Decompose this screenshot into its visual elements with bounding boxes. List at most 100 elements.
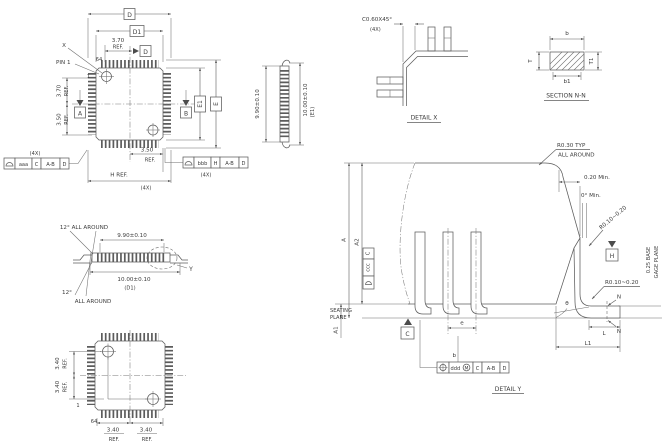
boxed-dim-d1-label: D1 — [133, 29, 142, 36]
chamfer-4x: (4X) — [370, 27, 381, 33]
dim-370-top: 3.70 — [112, 38, 125, 44]
h-ref-label: H REF. — [110, 173, 128, 179]
hatch-pattern — [549, 51, 585, 71]
fcf-aaa-d1: C — [35, 162, 39, 168]
profile-d1-ref: (D1) — [124, 286, 135, 292]
position-symbol-icon — [438, 363, 448, 372]
bottom-dim-340-ll: 3.40 — [55, 380, 61, 393]
fcf-bbb-4x: (4X) — [201, 173, 212, 179]
min-020-label: 0.20 Min. — [584, 175, 610, 181]
pin1-index-mark — [99, 69, 114, 84]
fcf-bbb-d3: D — [242, 161, 246, 167]
fcf-aaa-tol: aaa — [19, 162, 28, 168]
fcf-bbb-d1: H — [214, 161, 218, 167]
profile-of-line-icon — [184, 161, 193, 166]
fcf-ccc-d1: C — [366, 251, 372, 255]
bottom-dim-ref-b2: REF. — [142, 437, 153, 443]
x-detail-label: X — [62, 43, 66, 49]
fcf-ddd: ddd M C A-B D — [436, 361, 510, 374]
datum-c-label: C — [405, 331, 409, 338]
section-nn-title: SECTION N-N — [546, 93, 585, 100]
detail-y-geometry — [335, 149, 662, 394]
r030-label-2: ALL AROUND — [558, 153, 595, 159]
boxed-dim-d1 — [129, 25, 145, 37]
dim-e: e — [460, 321, 464, 327]
bottom-dim-340-ul: 3.40 — [55, 357, 61, 370]
fcf-ccc: C ccc — [362, 247, 375, 290]
fcf-ddd-tol: ddd — [451, 366, 461, 372]
dim-370-left-ref: REF. — [64, 85, 70, 96]
dim-370-top-ref: REF. — [113, 45, 124, 51]
boxed-dim-e — [210, 96, 222, 112]
detail-x-geometry — [376, 22, 468, 123]
bottom-pin-1: 1 — [76, 403, 79, 409]
top-view: D D1 3.70 REF. D 3.70 REF. 3.50 REF. A B… — [3, 8, 249, 192]
angle-12-bottom: 12° — [62, 290, 72, 296]
boxed-dim-e1 — [194, 95, 206, 113]
section-dim-b: b — [565, 31, 569, 37]
side-view-geometry — [262, 59, 304, 149]
dim-l: L — [602, 331, 606, 337]
boxed-dim-d — [123, 8, 136, 20]
section-dim-t: T — [528, 59, 534, 64]
dim-350-left: 3.50 — [57, 113, 63, 126]
fcf-ddd-d3: D — [503, 366, 507, 372]
profile-view: 12° ALL AROUND 9.90±0.10 10.00±0.10 (D1)… — [60, 225, 193, 305]
n-lower-label: N — [617, 329, 621, 335]
gage-plane-label-2: GAGE PLANE — [654, 246, 660, 279]
datum-b-triangle — [182, 100, 190, 106]
datum-h-box — [605, 248, 619, 262]
fcf-ddd-d2: A-B — [487, 366, 496, 372]
profile-dim-1000: 10.00±0.10 — [117, 277, 151, 283]
bottom-dim-ref-ll: REF. — [63, 381, 69, 392]
fcf-ccc-tol: ccc — [366, 263, 372, 272]
bottom-view: 3.40 REF. 3.40 REF. 3.40 3.40 REF. REF. … — [55, 330, 186, 443]
bottom-dim-ref-ul: REF. — [63, 358, 69, 369]
bottom-dim-340-b1: 3.40 — [107, 428, 120, 434]
side-dim-e1-ref: (E1) — [310, 107, 316, 117]
dim-350-bottom-ref: REF. — [145, 158, 156, 164]
section-nn: b b1 T T1 SECTION N-N — [528, 31, 602, 101]
mmc-modifier-icon: M — [462, 363, 471, 372]
datum-a-triangle — [76, 100, 84, 106]
bottom-dim-340-b2: 3.40 — [140, 428, 153, 434]
side-view: 9.90±0.10 10.00±0.10 (E1) — [255, 59, 316, 149]
dim-l1: L1 — [585, 341, 592, 347]
fcf-aaa: (4X) aaa C A-B D — [3, 151, 70, 170]
boxed-dim-e1-label: E1 — [197, 100, 204, 108]
datum-d-box — [139, 45, 152, 57]
dim-a2: A2 — [355, 238, 361, 245]
r010-lower-label: R0.10~0.20 — [605, 280, 639, 286]
n-upper-label: N — [617, 295, 621, 301]
boxed-dim-e-label: E — [213, 102, 220, 106]
detail-x: C0.60X45° (4X) DETAIL X — [362, 17, 468, 123]
datum-h-triangle — [608, 241, 616, 248]
bottom-pin-64: 64 — [91, 419, 97, 425]
fcf-aaa-d3: D — [63, 162, 67, 168]
seating-plane-label-2: PLANE — [330, 315, 347, 321]
side-dim-990: 9.90±0.10 — [255, 89, 261, 119]
detail-x-title: DETAIL X — [411, 115, 438, 122]
angle-12-top: 12° ALL AROUND — [60, 225, 108, 231]
datum-d-triangle — [133, 48, 139, 54]
datum-d-label: D — [143, 49, 148, 56]
dim-b: b — [452, 353, 456, 359]
profile-of-line-icon — [5, 162, 14, 167]
dim-370-left: 3.70 — [57, 84, 63, 97]
chamfer-dim: C0.60X45° — [362, 17, 392, 23]
side-dim-1000: 10.00±0.10 — [303, 83, 309, 117]
section-dim-t1: T1 — [589, 57, 595, 65]
bottom-dim-ref-b1: REF. — [109, 437, 120, 443]
seating-plane-label-1: SEATING — [330, 308, 352, 314]
profile-dim-990: 9.90±0.10 — [117, 233, 147, 239]
pin-64-label: 64 — [96, 57, 102, 63]
fcf-bbb: bbb H A-B D (4X) — [182, 156, 249, 179]
datum-b-label: B — [184, 110, 188, 117]
r010-upper-label: R0.10~0.20 — [599, 205, 629, 231]
min-0deg-label: 0° Min. — [581, 193, 601, 199]
datum-a-label: A — [78, 110, 83, 117]
fcf-bbb-d2: A-B — [225, 161, 234, 167]
bottom-view-geometry — [69, 330, 186, 434]
